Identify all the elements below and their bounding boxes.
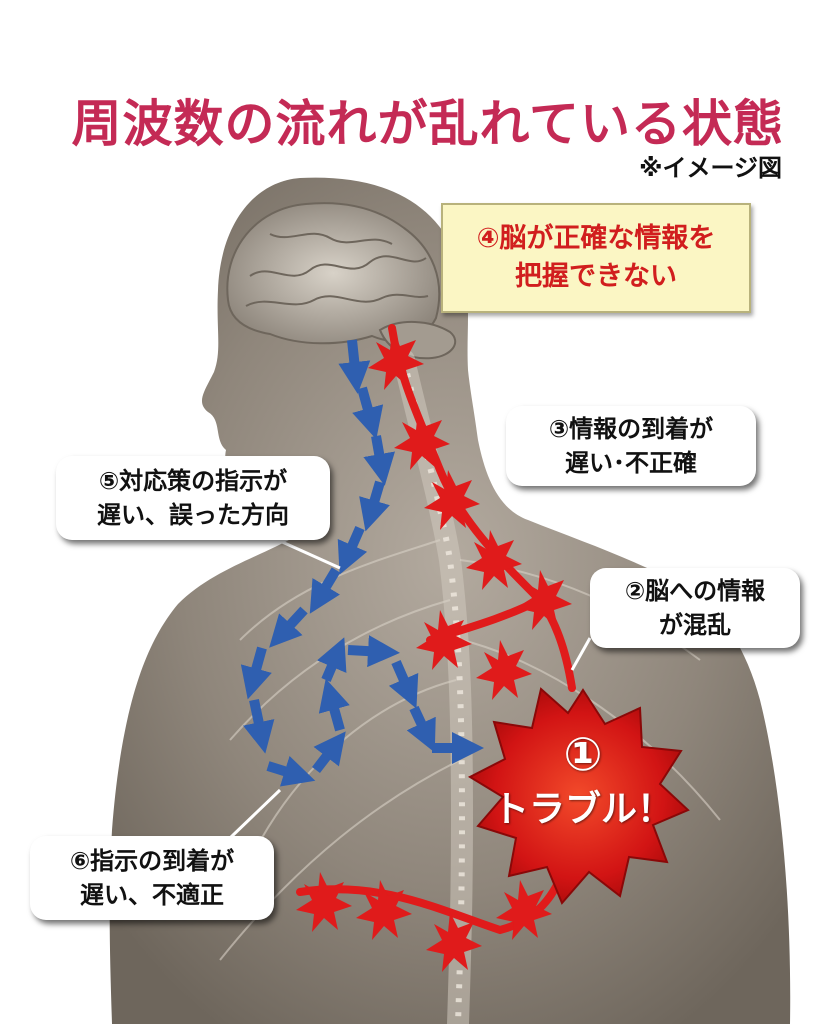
trouble-burst-icon bbox=[467, 687, 690, 905]
callout-brain-info-line2: が混乱 bbox=[659, 611, 731, 639]
trouble-number: ① bbox=[563, 727, 603, 781]
brain-status-box: ④脳が正確な情報を 把握できない bbox=[441, 203, 751, 313]
page-title: 周波数の流れが乱れている状態 bbox=[71, 95, 784, 153]
signal-arrow-icon bbox=[406, 705, 436, 753]
callout-arrival-slow-line2: 遅い･不正確 bbox=[565, 449, 697, 477]
callout-instruction-line1: ⑥指示の到着が bbox=[69, 847, 235, 875]
signal-arrow-icon bbox=[337, 525, 368, 575]
signal-arrow-icon bbox=[352, 386, 384, 440]
signal-arrow-icon bbox=[359, 480, 390, 532]
signal-arrow-icon bbox=[363, 435, 395, 486]
brain-status-line2: 把握できない bbox=[515, 261, 677, 292]
brain-status-line1: ④脳が正確な情報を bbox=[476, 223, 716, 254]
callout-response-line1: ⑤対応策の指示が bbox=[98, 467, 288, 495]
nerve-burst-icon bbox=[296, 330, 572, 972]
signal-arrow-icon bbox=[269, 606, 308, 648]
signal-arrow-icon bbox=[338, 339, 371, 394]
trouble-label: ① トラブル！ bbox=[478, 728, 688, 832]
signal-arrow-icon bbox=[316, 637, 347, 682]
callout-instruction-line2: 遅い、不適正 bbox=[80, 881, 224, 909]
callout-response-line2: 遅い、誤った方向 bbox=[97, 501, 289, 529]
signal-arrow-icon bbox=[347, 635, 400, 668]
page-subtitle: ※イメージ図 bbox=[639, 154, 782, 182]
callout-arrival-slow-line1: ③情報の到着が bbox=[548, 415, 714, 443]
callout-arrival-slow: ③情報の到着が 遅い･不正確 bbox=[506, 406, 756, 486]
signal-arrow-icon bbox=[266, 755, 316, 787]
signal-arrow-icon bbox=[240, 646, 272, 700]
spine bbox=[393, 349, 474, 1024]
callout-brain-info-confused: ②脳への情報 が混乱 bbox=[590, 568, 800, 648]
trouble-word: トラブル！ bbox=[492, 789, 673, 830]
signal-arrow-icon bbox=[318, 678, 350, 732]
brain-icon bbox=[226, 202, 457, 360]
signal-arrow-icon bbox=[388, 659, 419, 709]
callout-brain-info-line1: ②脳への情報 bbox=[624, 577, 766, 605]
callout-response-instruction: ⑤対応策の指示が 遅い、誤った方向 bbox=[56, 456, 330, 540]
signal-arrow-icon bbox=[312, 731, 346, 774]
signal-arrow-icon bbox=[309, 567, 341, 614]
red-nerve-disruption bbox=[296, 324, 576, 972]
blue-command-arrows bbox=[240, 339, 485, 787]
signal-arrow-icon bbox=[243, 698, 275, 754]
callout-instruction-arrival: ⑥指示の到着が 遅い、不適正 bbox=[30, 836, 274, 920]
